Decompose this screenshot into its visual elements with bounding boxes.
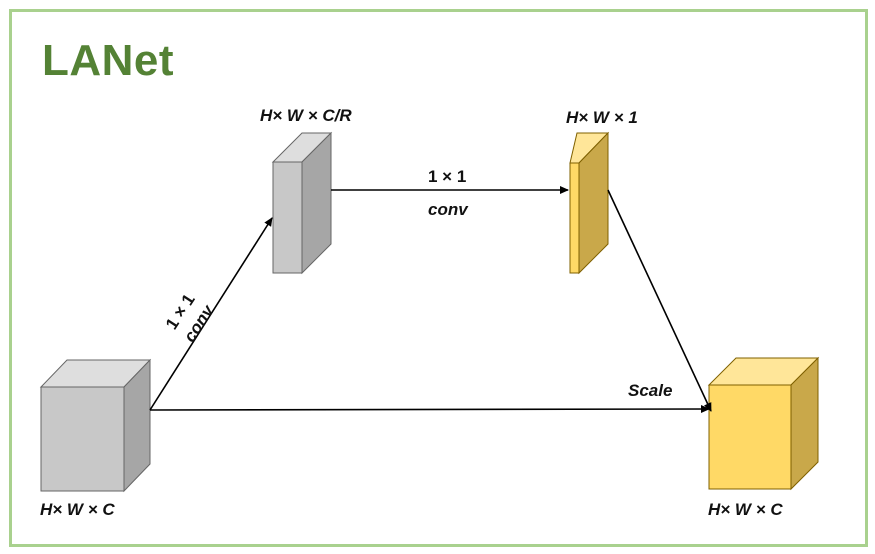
input-dim-label: H× W × C xyxy=(40,500,115,519)
reduced-dim-label: H× W × C/R xyxy=(260,106,352,125)
conv2-size-label: 1 × 1 xyxy=(428,167,467,186)
reduced-feature-cube xyxy=(271,131,333,275)
diagram-title: LANet xyxy=(42,36,175,85)
output-dim-label: H× W × C xyxy=(708,500,783,519)
input-feature-cube xyxy=(39,358,152,493)
arrow-input-to-reduced xyxy=(149,217,273,411)
diagram-frame xyxy=(9,9,868,547)
arrow-input-to-output xyxy=(149,405,710,414)
output-feature-cube xyxy=(707,356,820,491)
conv2-op-label: conv xyxy=(428,200,468,219)
arrow-attention-to-output xyxy=(607,189,712,412)
attention-map-cube xyxy=(569,131,610,275)
scale-label: Scale xyxy=(628,381,673,400)
attention-dim-label: H× W × 1 xyxy=(566,108,638,127)
